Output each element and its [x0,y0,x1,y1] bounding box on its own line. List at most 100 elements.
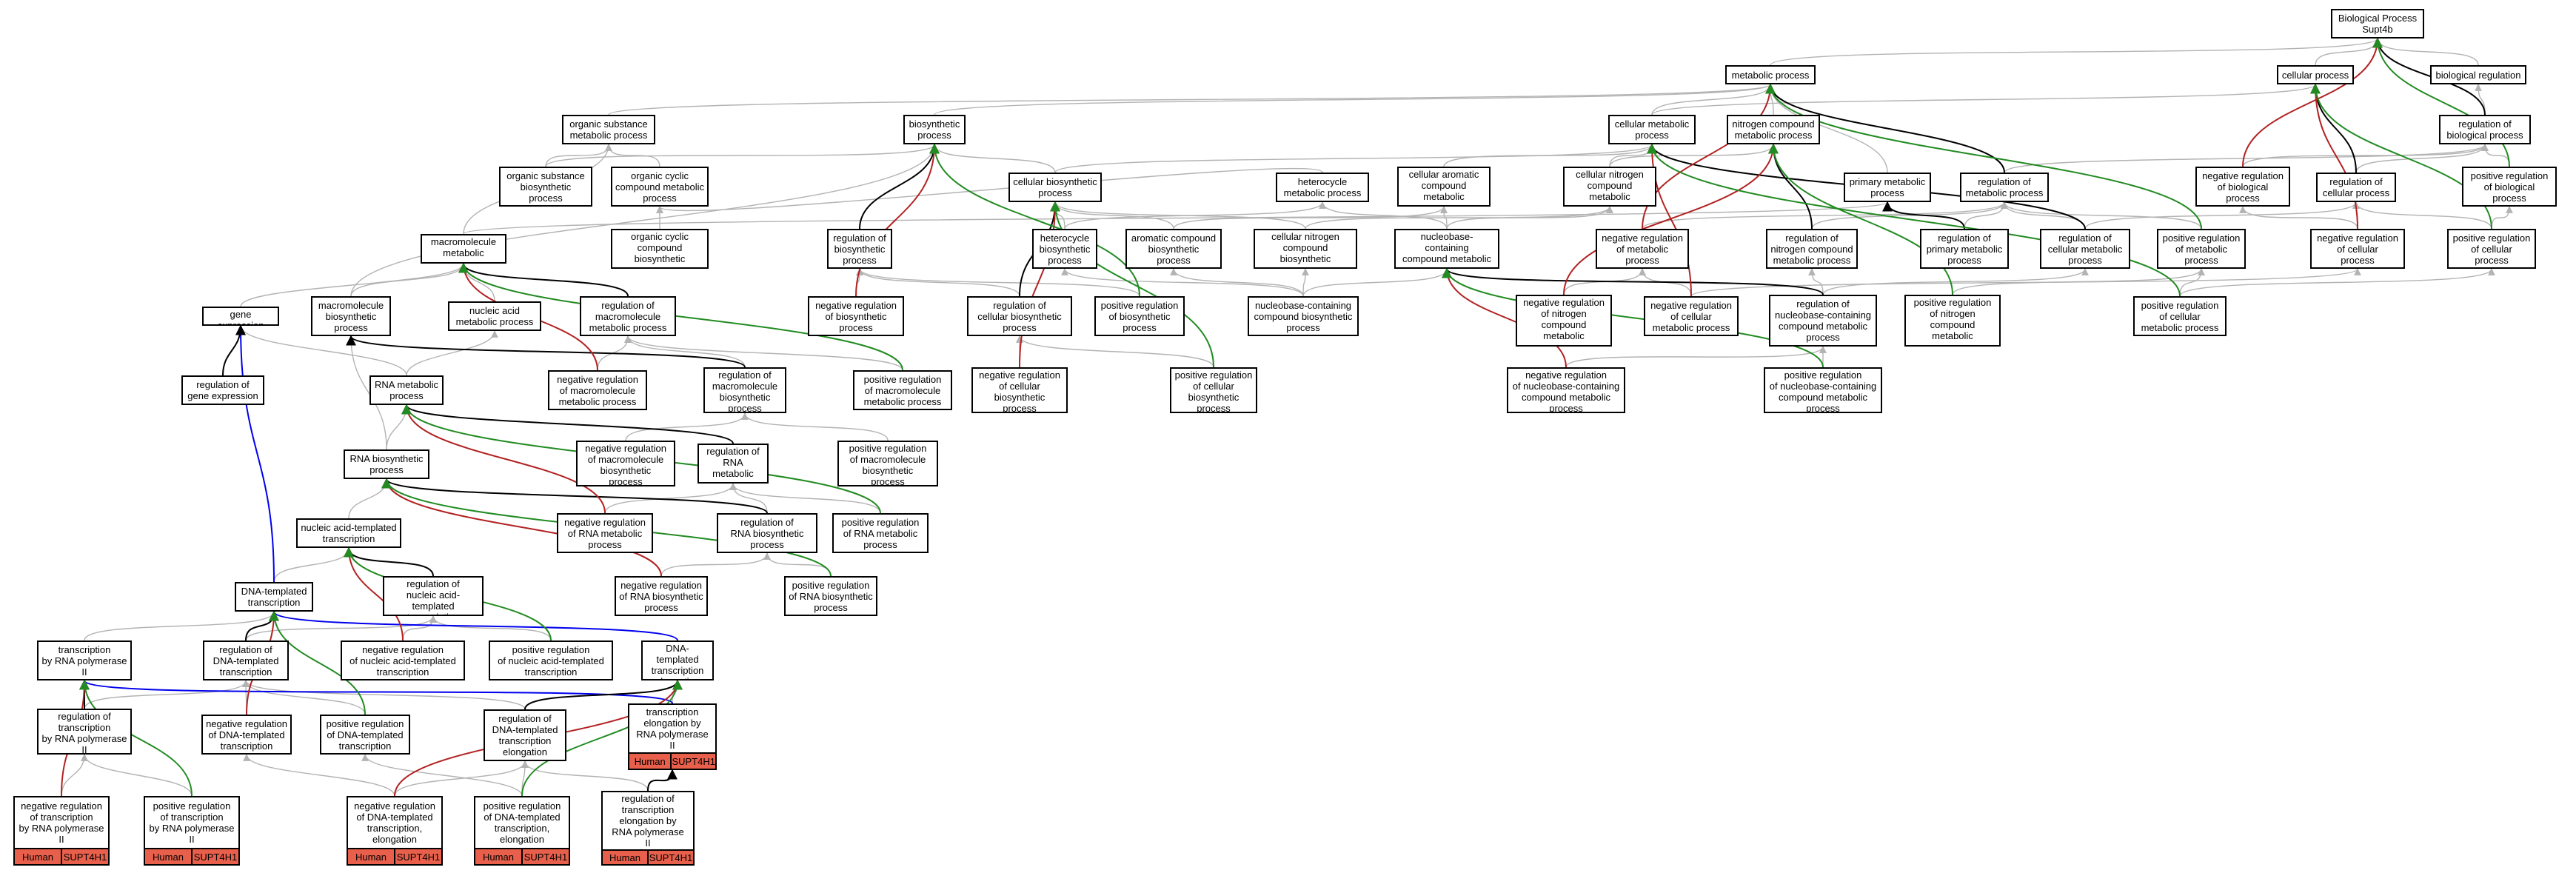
go-term-node[interactable]: negative regulation of DNA-templated tra… [347,796,443,866]
go-term-node[interactable]: regulation of transcription elongation b… [601,791,695,866]
go-term-node[interactable]: primary metabolic process [1844,173,1931,202]
go-term-node[interactable]: positive regulation of biological proces… [2462,167,2557,207]
go-term-node[interactable]: organic cyclic compound metabolic proces… [611,167,709,207]
edge-is-a [81,754,193,797]
go-term-node[interactable]: nucleic acid-templated transcription [296,518,401,548]
go-term-node[interactable]: organic substance metabolic process [562,115,655,144]
go-term-node[interactable]: negative regulation of nucleobase-contai… [1507,367,1625,413]
go-term-node[interactable]: regulation of nucleic acid-templated tra… [383,576,484,616]
go-term-node[interactable]: regulation of macromolecule biosynthetic… [703,367,786,413]
go-term-node[interactable]: regulation of nitrogen compound metaboli… [1766,229,1858,269]
go-term-node[interactable]: positive regulation of cellular process [2447,229,2536,269]
go-term-node[interactable]: RNA biosynthetic process [344,449,429,479]
go-term-node[interactable]: positive regulation of metabolic process [2157,229,2246,269]
go-term-node[interactable]: negative regulation of biosynthetic proc… [808,296,904,336]
go-term-node[interactable]: aromatic compound biosynthetic process [1125,229,1222,269]
go-term-node[interactable]: biosynthetic process [903,115,966,144]
edge-is-a [1565,346,1827,368]
species-label: Human [153,851,184,863]
go-term-node[interactable]: nucleobase-containing compound metabolic… [1394,229,1499,269]
go-term-node[interactable]: positive regulation of nucleic acid-temp… [489,640,613,680]
go-term-node[interactable]: cellular aromatic compound metabolic pro… [1397,167,1491,207]
go-term-node[interactable]: negative regulation of nitrogen compound… [1516,295,1612,347]
go-term-node[interactable]: nucleic acid metabolic process [448,301,541,331]
go-term-label: regulation of macromolecule metabolic pr… [589,299,667,333]
go-term-node[interactable]: positive regulation of RNA metabolic pro… [832,513,929,553]
gene-label: SUPT4H1 [647,851,693,864]
go-term-node[interactable]: cellular nitrogen compound metabolic pro… [1563,167,1656,207]
go-term-node[interactable]: positive regulation of biosynthetic proc… [1094,296,1185,336]
go-term-node[interactable]: metabolic process [1725,65,1816,84]
go-term-node[interactable]: regulation of macromolecule metabolic pr… [580,296,676,336]
go-term-node[interactable]: regulation of metabolic process [1960,173,2049,202]
go-term-node[interactable]: biological regulation [2430,65,2526,84]
go-term-node[interactable]: regulation of cellular metabolic process [2040,229,2130,269]
go-term-label: regulation of nucleobase-containing comp… [1774,298,1872,343]
go-term-node[interactable]: regulation of biological process [2439,115,2531,144]
go-term-node[interactable]: regulation of transcription by RNA polym… [37,709,132,755]
edge-negatively-regulates [2310,83,2358,230]
go-term-node[interactable]: positive regulation of DNA-templated tra… [474,796,570,866]
go-term-node[interactable]: regulation of biosynthetic process [827,229,892,269]
go-term-node[interactable]: regulation of primary metabolic process [1920,229,2009,269]
go-term-node[interactable]: regulation of nucleobase-containing comp… [1769,295,1877,347]
go-term-label: macromolecule metabolic process [430,236,497,262]
edge-regulates [79,679,673,704]
edge-is-a [1811,201,2008,230]
go-term-node[interactable]: regulation of DNA-templated transcriptio… [203,640,289,680]
go-term-node[interactable]: macromolecule metabolic process [421,234,506,264]
go-term-node[interactable]: regulation of gene expression [181,375,264,405]
go-term-node[interactable]: positive regulation of cellular biosynth… [1170,367,1257,413]
go-term-node[interactable]: negative regulation of macromolecule bio… [576,441,675,486]
go-term-node[interactable]: negative regulation of macromolecule met… [548,370,647,410]
go-term-node[interactable]: negative regulation of DNA-templated tra… [201,715,292,755]
go-term-node[interactable]: positive regulation of transcription by … [144,796,240,866]
go-term-node[interactable]: organic cyclic compound biosynthetic pro… [611,229,709,269]
go-term-node[interactable]: cellular process [2277,65,2354,84]
go-term-node[interactable]: positive regulation of nucleobase-contai… [1764,367,1882,413]
edge-part-of [458,262,629,297]
edge-negatively-regulates [1563,143,1779,295]
go-term-node[interactable]: cellular biosynthetic process [1008,173,1102,202]
go-term-node[interactable]: regulation of RNA biosynthetic process [717,513,817,553]
go-term-node[interactable]: negative regulation of metabolic process [1596,229,1689,269]
go-term-node[interactable]: organic substance biosynthetic process [499,167,592,207]
go-term-node[interactable]: cellular metabolic process [1608,115,1696,144]
go-term-node[interactable]: transcription elongation by RNA polymera… [628,703,717,770]
go-term-node[interactable]: regulation of DNA-templated transcriptio… [484,709,566,761]
go-term-node[interactable]: DNA-templated transcription elongation [641,640,714,680]
go-term-node[interactable]: positive regulation of RNA biosynthetic … [784,576,877,616]
go-term-node[interactable]: heterocycle metabolic process [1276,173,1369,202]
go-term-node[interactable]: nucleobase-containing compound biosynthe… [1248,296,1359,336]
go-term-node[interactable]: positive regulation of cellular metaboli… [2133,296,2227,336]
go-term-node[interactable]: RNA metabolic process [369,375,444,405]
go-term-label: regulation of transcription elongation b… [612,793,684,849]
go-term-node[interactable]: negative regulation of cellular process [2310,229,2405,269]
go-term-node[interactable]: positive regulation of nitrogen compound… [1904,295,2001,347]
go-term-node[interactable]: nitrogen compound metabolic process [1727,115,1820,144]
go-term-node[interactable]: positive regulation of macromolecule met… [853,370,952,410]
go-term-node[interactable]: gene expression [202,307,279,326]
go-term-node[interactable]: positive regulation of DNA-templated tra… [320,715,410,755]
go-term-node[interactable]: regulation of RNA metabolic process [697,444,769,484]
go-term-node[interactable]: regulation of cellular process [2316,173,2396,202]
go-term-node[interactable]: DNA-templated transcription [235,582,313,612]
go-term-node[interactable]: negative regulation of transcription by … [13,796,110,866]
go-term-node[interactable]: Biological Process Supt4b [2331,9,2424,39]
go-term-node[interactable]: macromolecule biosynthetic process [311,296,391,336]
go-term-node[interactable]: cellular nitrogen compound biosynthetic … [1254,229,1357,269]
go-term-node[interactable]: transcription by RNA polymerase II [37,640,132,680]
go-term-node[interactable]: regulation of cellular biosynthetic proc… [967,296,1072,336]
go-term-node[interactable]: negative regulation of biological proces… [2195,167,2290,207]
go-term-node[interactable]: negative regulation of cellular biosynth… [971,367,1068,413]
edge-is-a [2001,201,2202,230]
go-term-node[interactable]: negative regulation of RNA biosynthetic … [615,576,708,616]
go-term-node[interactable]: heterocycle biosynthetic process [1032,229,1097,269]
go-term-node[interactable]: negative regulation of RNA metabolic pro… [557,513,653,553]
edge-is-a [604,483,737,514]
go-term-node[interactable]: positive regulation of macromolecule bio… [837,441,938,486]
go-term-node[interactable]: negative regulation of cellular metaboli… [1644,296,1739,336]
go-term-node[interactable]: negative regulation of nucleic acid-temp… [341,640,465,680]
